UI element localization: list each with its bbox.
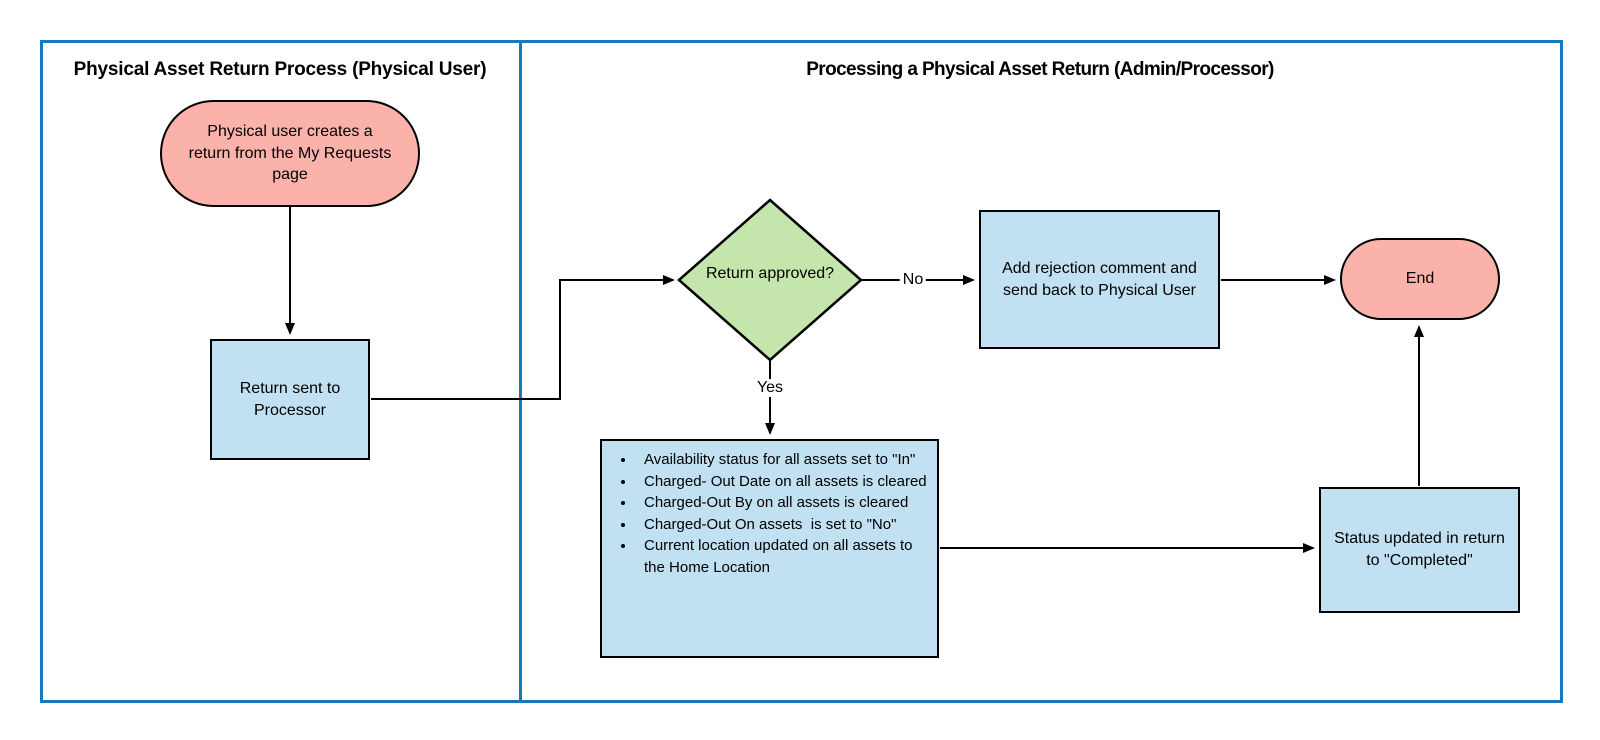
lane-title-admin-processor: Processing a Physical Asset Return (Admi… [806, 59, 1274, 80]
node-return-sent-process: Return sent to Processor [210, 339, 370, 460]
node-reject-text: Add rejection comment and send back to P… [1002, 259, 1197, 299]
bullet-item: Charged- Out Date on all assets is clear… [636, 471, 931, 493]
node-reject-process: Add rejection comment and send back to P… [979, 210, 1220, 349]
node-return-sent-text: Return sent to Processor [239, 379, 341, 419]
node-start-text: Physical user creates a return from the … [188, 123, 392, 184]
edge-label-no: No [899, 271, 927, 289]
updates-bullet-list: Availability status for all assets set t… [602, 449, 937, 578]
node-status-text: Status updated in return to "Completed" [1334, 530, 1505, 569]
lane-title-physical-user: Physical Asset Return Process (Physical … [73, 59, 487, 80]
node-start-terminator: Physical user creates a return from the … [160, 100, 420, 207]
bullet-item: Current location updated on all assets t… [636, 535, 931, 578]
edge-label-yes: Yes [753, 379, 787, 397]
node-status-process: Status updated in return to "Completed" [1319, 487, 1520, 613]
lane-divider [519, 40, 522, 700]
node-end-text: End [1405, 270, 1435, 288]
node-end-terminator: End [1340, 238, 1500, 320]
bullet-item: Availability status for all assets set t… [636, 449, 931, 471]
node-updates-process: Availability status for all assets set t… [600, 439, 939, 658]
node-decision-text: Return approved? [705, 265, 835, 282]
bullet-item: Charged-Out By on all assets is cleared [636, 492, 931, 514]
bullet-item: Charged-Out On assets is set to "No" [636, 514, 931, 536]
